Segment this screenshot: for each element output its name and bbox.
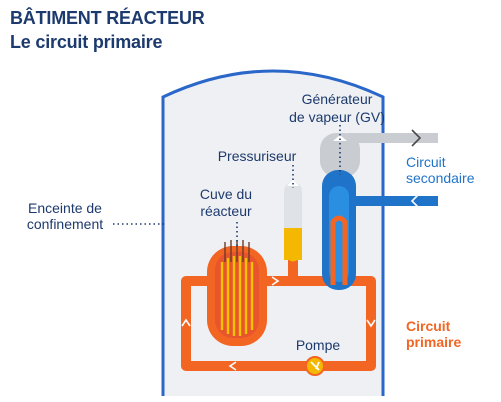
label-circuit-primaire-line1: Circuit	[406, 318, 451, 334]
label-pressuriseur: Pressuriseur	[218, 148, 297, 164]
secondary-steam-pipe	[348, 133, 438, 143]
secondary-circuit	[346, 129, 438, 210]
secondary-feed-pipe	[346, 196, 438, 206]
steam-generator-u-tube	[330, 215, 348, 285]
pressurizer	[284, 179, 302, 262]
fuel-rods	[220, 256, 254, 336]
label-pompe: Pompe	[296, 337, 341, 353]
label-circuit-secondaire-line2: secondaire	[406, 170, 475, 186]
pump-icon	[305, 356, 325, 376]
secondary-feed-arrow-icon	[410, 192, 421, 210]
label-cuve-line1: Cuve du	[200, 186, 252, 202]
secondary-steam-arrow-icon	[411, 129, 422, 147]
steam-generator	[320, 133, 360, 290]
page-subtitle: Le circuit primaire	[10, 32, 163, 52]
label-generateur-line2: de vapeur (GV)	[289, 109, 385, 125]
control-rods	[224, 240, 250, 262]
label-generateur-line1: Générateur	[302, 91, 373, 107]
steam-generator-dome-cap	[333, 135, 347, 141]
label-enceinte-line2: confinement	[27, 216, 103, 232]
label-enceinte-line1: Enceinte de	[28, 200, 102, 216]
page-title: BÂTIMENT RÉACTEUR	[10, 8, 205, 28]
flow-arrow-icons	[181, 276, 376, 371]
leader-lines	[113, 125, 341, 248]
label-cuve-line2: réacteur	[200, 203, 252, 219]
label-circuit-primaire-line2: primaire	[406, 334, 461, 350]
label-circuit-secondaire-line1: Circuit	[406, 154, 446, 170]
reactor-vessel	[207, 240, 267, 346]
